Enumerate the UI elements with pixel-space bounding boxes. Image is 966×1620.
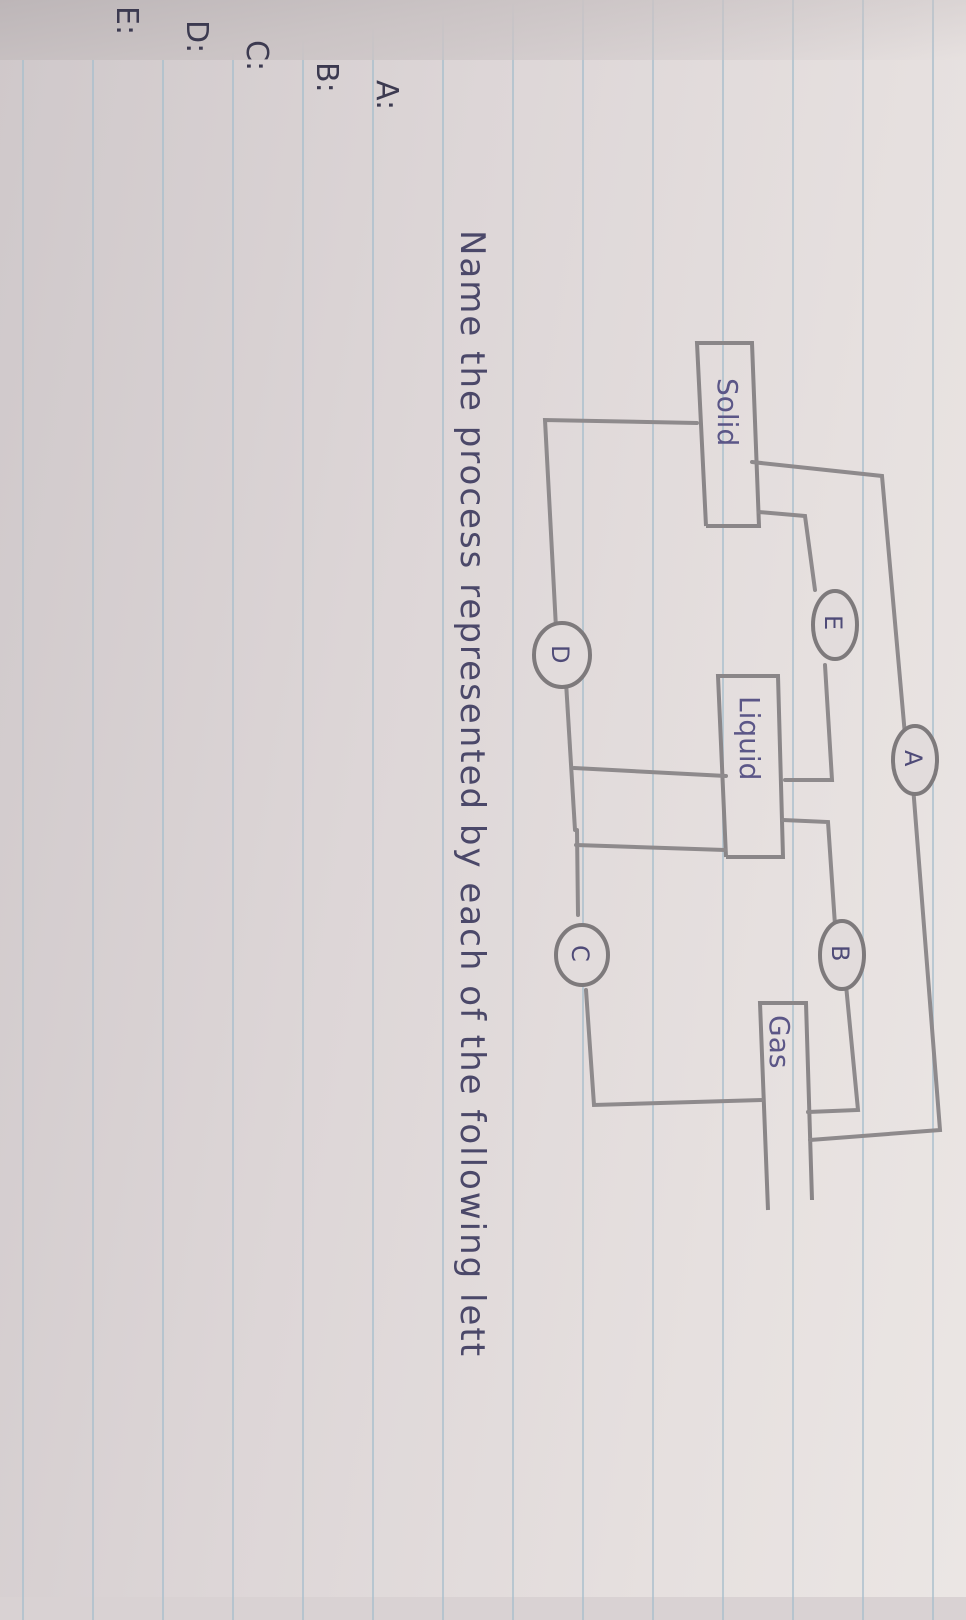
path-a-upper <box>750 460 907 737</box>
rule-line <box>932 0 934 1620</box>
process-e-circle <box>811 589 859 661</box>
process-a-circle <box>891 724 939 796</box>
process-c-circle <box>554 923 610 987</box>
rule-line <box>22 0 24 1620</box>
answer-label-a: A: <box>369 80 404 111</box>
gas-box <box>757 1001 814 1211</box>
process-d-label: D <box>546 645 574 664</box>
path-c-arrow <box>574 843 727 852</box>
rule-line <box>512 0 514 1620</box>
rule-line <box>302 0 304 1620</box>
solid-label: Solid <box>711 378 744 447</box>
rule-line <box>162 0 164 1620</box>
rule-line <box>442 0 444 1620</box>
page-edge-shadow <box>0 0 966 60</box>
process-d-circle <box>532 621 592 689</box>
liquid-box <box>715 674 786 859</box>
rule-line <box>862 0 864 1620</box>
answer-label-c: C: <box>239 40 274 72</box>
answer-label-b: B: <box>309 62 344 93</box>
liquid-label: Liquid <box>733 696 766 781</box>
rule-line <box>792 0 794 1620</box>
answer-label-d: D: <box>179 20 214 54</box>
answer-label-e: E: <box>109 6 144 36</box>
rule-line <box>92 0 94 1620</box>
path-d-lower <box>564 680 577 832</box>
process-c-label: C <box>566 945 594 962</box>
rule-line <box>372 0 374 1620</box>
path-b-upper <box>781 818 837 927</box>
path-c-lower <box>584 988 764 1108</box>
question-text: Name the process represented by each of … <box>452 230 492 1359</box>
path-c-upper <box>575 828 580 917</box>
process-b-circle <box>818 919 866 991</box>
path-b-lower <box>806 983 861 1114</box>
process-e-label: E <box>819 615 847 631</box>
path-d-arrow <box>572 766 728 778</box>
path-e-lower <box>783 663 835 782</box>
process-a-label: A <box>899 750 927 767</box>
rule-line <box>232 0 234 1620</box>
rule-line <box>582 0 584 1620</box>
solid-box <box>694 341 762 528</box>
process-b-label: B <box>826 945 854 962</box>
rule-line <box>652 0 654 1620</box>
path-e-upper <box>757 510 817 592</box>
path-d-upper <box>542 417 699 630</box>
gas-label: Gas <box>763 1015 796 1069</box>
path-a-lower <box>808 784 943 1142</box>
